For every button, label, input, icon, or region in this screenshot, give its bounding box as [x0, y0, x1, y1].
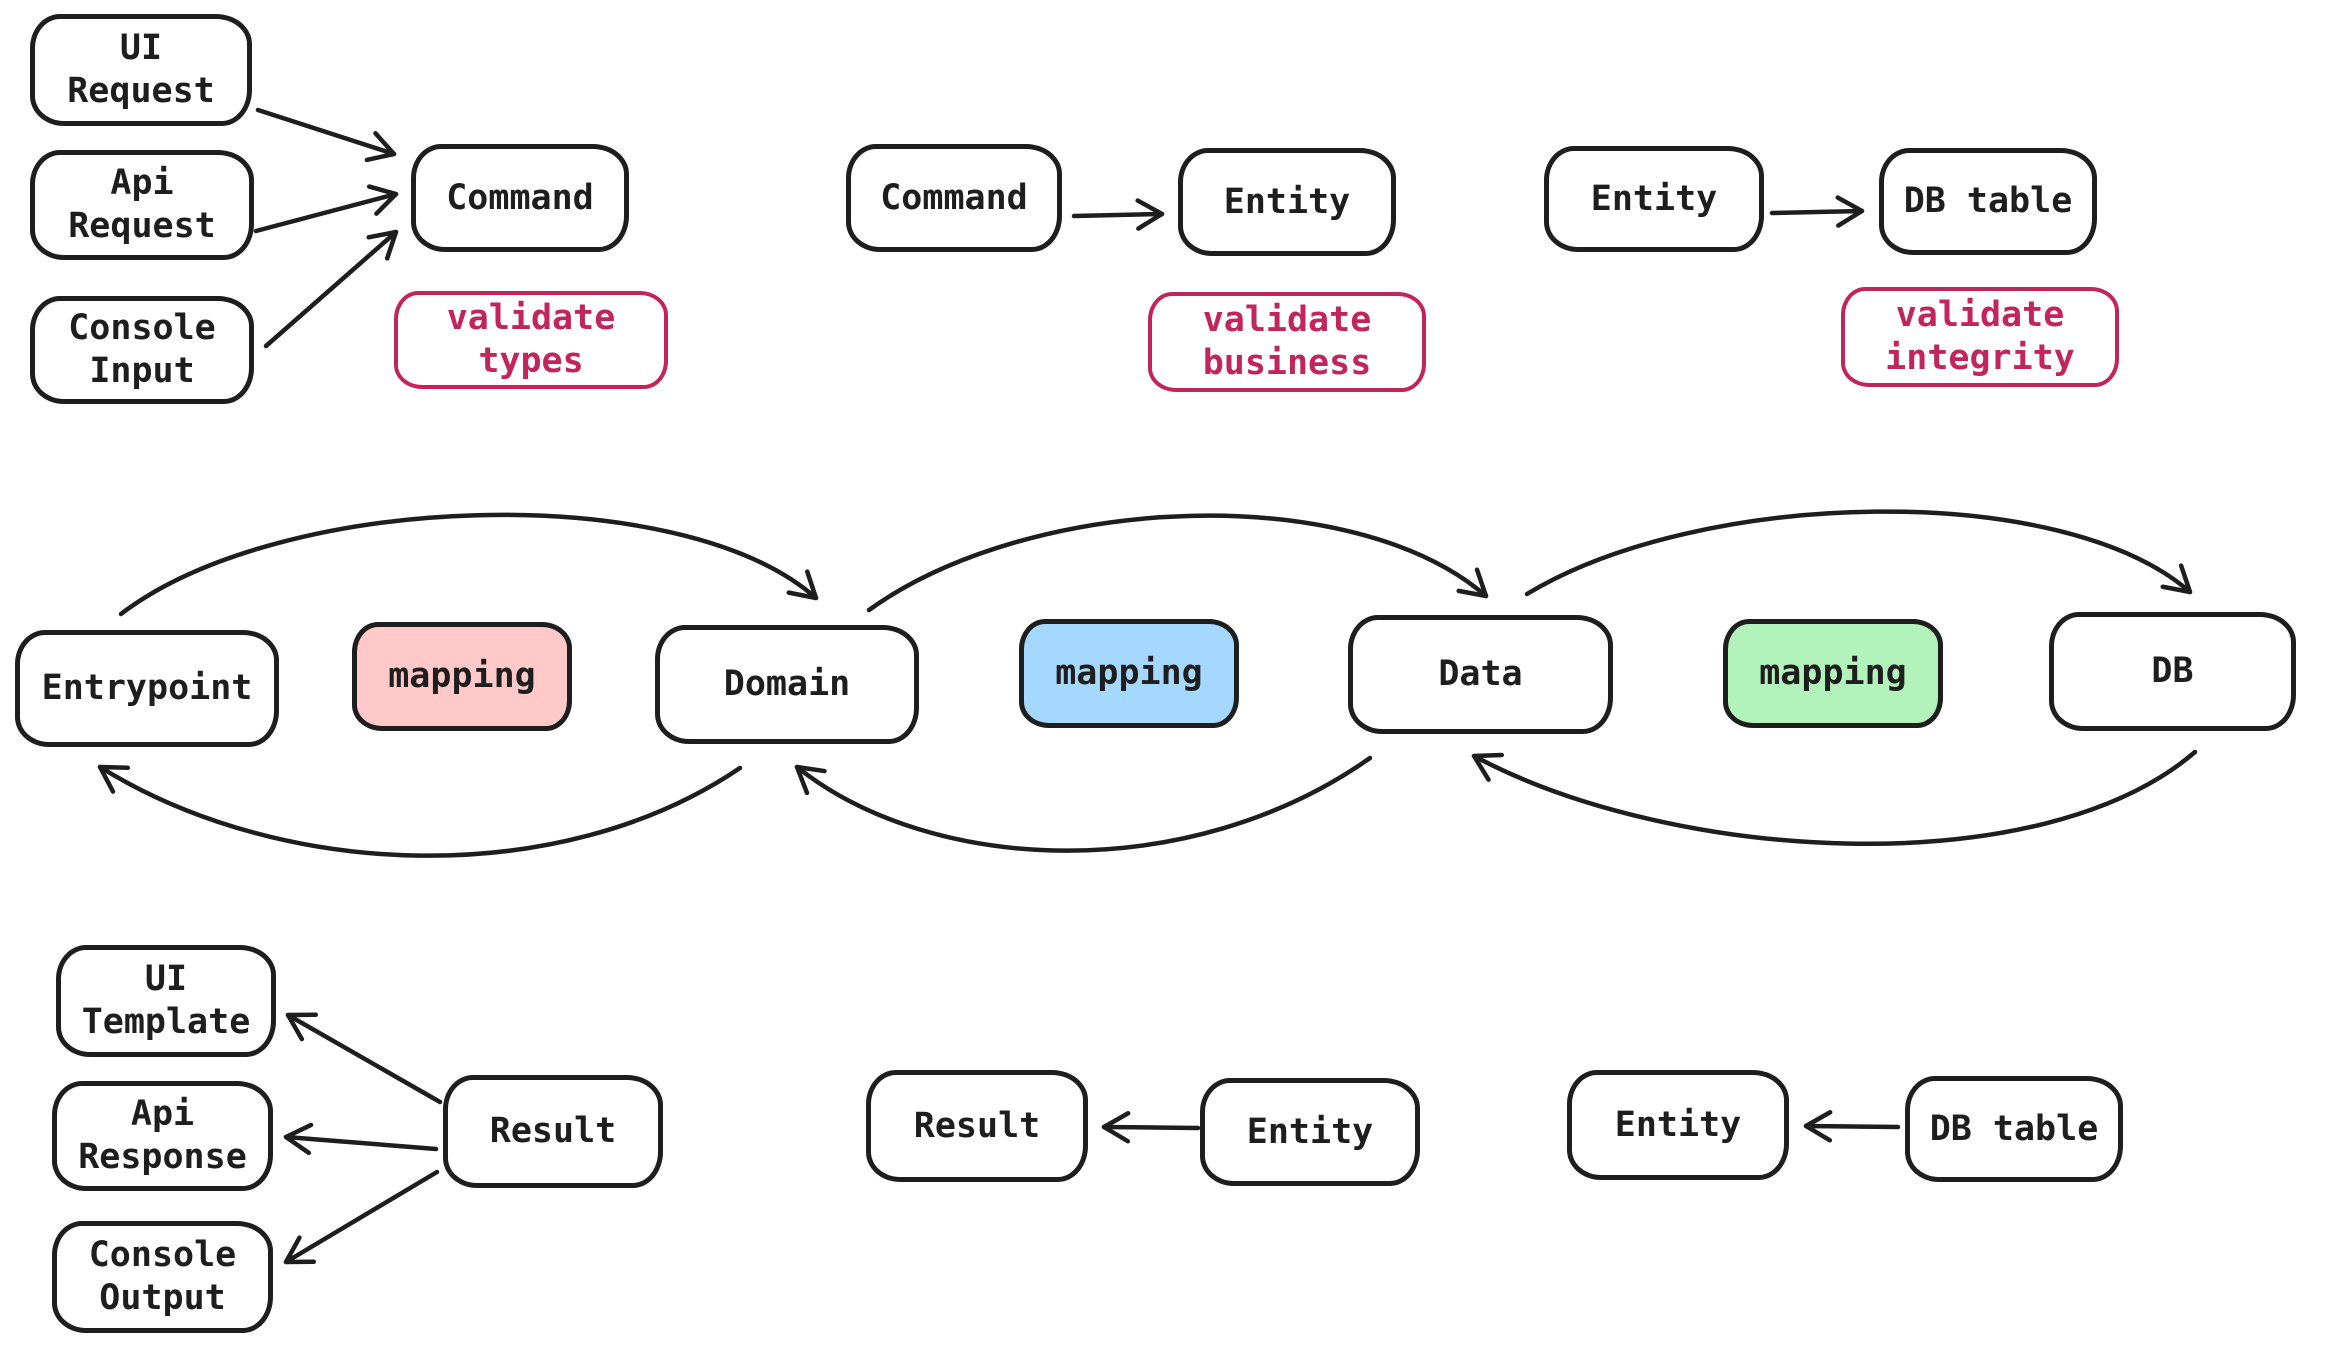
- node-label: mapping: [1055, 653, 1203, 694]
- node-label: Entity: [1223, 181, 1351, 222]
- node-mapping-domain-data: mapping: [1019, 619, 1239, 728]
- arrow-command-to-entity: [1071, 198, 1165, 231]
- node-db: DB: [2049, 612, 2296, 731]
- node-command-top-middle: Command: [846, 144, 1062, 252]
- note-label: validate: [446, 298, 616, 339]
- node-mapping-entry-domain: mapping: [352, 622, 572, 731]
- node-label: Command: [446, 177, 594, 218]
- arrow-entity-to-db-table: [1769, 195, 1865, 228]
- arc-domain-to-data: [866, 513, 1489, 613]
- note-validate-types: validate types: [394, 291, 668, 389]
- node-ui-template: UI Template: [56, 945, 276, 1057]
- arc-data-to-domain: [794, 755, 1373, 853]
- arrow-db-table-to-entity: [1803, 1110, 1901, 1143]
- node-label: DB table: [1903, 181, 2073, 222]
- note-label: business: [1202, 343, 1372, 383]
- node-domain: Domain: [655, 625, 919, 744]
- node-label: Console: [88, 1235, 237, 1276]
- node-label: Domain: [723, 664, 851, 705]
- note-label: types: [478, 341, 584, 381]
- node-label: Entity: [1614, 1104, 1742, 1145]
- node-label: Result: [913, 1105, 1041, 1146]
- node-mapping-data-db: mapping: [1723, 619, 1943, 728]
- node-api-request: Api Request: [30, 150, 254, 260]
- note-validate-integrity: validate integrity: [1841, 287, 2119, 387]
- arc-domain-to-entrypoint: [97, 764, 743, 858]
- node-label: Request: [68, 206, 216, 246]
- node-db-table-bottom: DB table: [1905, 1076, 2123, 1182]
- note-label: validate: [1895, 295, 2065, 336]
- node-label: Entity: [1246, 1111, 1374, 1152]
- node-label: UI: [144, 959, 188, 1000]
- node-label: Result: [489, 1111, 617, 1152]
- node-entity-bottom-right: Entity: [1567, 1070, 1789, 1180]
- arrow-entity-to-result: [1101, 1111, 1201, 1144]
- arrow-ui-request-to-command: [255, 107, 397, 163]
- node-label: Output: [99, 1278, 226, 1318]
- node-ui-request: UI Request: [30, 14, 252, 126]
- node-command-top-left: Command: [411, 144, 629, 252]
- node-label: Data: [1438, 654, 1523, 695]
- arrow-result-to-console-output: [283, 1169, 440, 1265]
- node-label: Api: [110, 163, 174, 204]
- node-label: Command: [880, 177, 1028, 218]
- note-label: integrity: [1885, 338, 2075, 378]
- arc-entrypoint-to-domain: [118, 512, 819, 617]
- arrow-console-input-to-command: [263, 229, 399, 349]
- arc-db-to-data: [1471, 749, 2198, 847]
- node-entity-top-right: Entity: [1544, 146, 1764, 252]
- arc-data-to-db: [1524, 509, 2193, 597]
- node-label: DB: [2151, 651, 2194, 692]
- node-console-input: Console Input: [30, 296, 254, 404]
- node-label: Input: [89, 351, 195, 391]
- node-entity-bottom-middle: Entity: [1200, 1078, 1420, 1186]
- node-label: Request: [67, 71, 215, 111]
- node-result-bottom-middle: Result: [866, 1070, 1088, 1182]
- arrow-result-to-api-response: [283, 1122, 439, 1156]
- node-console-output: Console Output: [52, 1221, 273, 1333]
- node-label: UI: [119, 28, 163, 69]
- node-label: Template: [81, 1002, 251, 1042]
- node-label: Entity: [1590, 178, 1718, 219]
- node-entrypoint: Entrypoint: [15, 630, 279, 747]
- node-result-bottom-left: Result: [443, 1075, 663, 1188]
- node-label: mapping: [1759, 653, 1907, 694]
- node-label: Console: [68, 308, 216, 349]
- note-label: validate: [1202, 300, 1372, 341]
- note-validate-business: validate business: [1148, 292, 1426, 392]
- arrow-result-to-ui-template: [285, 1012, 443, 1105]
- node-entity-top-middle: Entity: [1178, 148, 1396, 256]
- node-api-response: Api Response: [52, 1081, 273, 1191]
- node-db-table-top: DB table: [1879, 148, 2097, 255]
- node-label: Entrypoint: [41, 668, 253, 709]
- arrow-api-request-to-command: [253, 184, 399, 234]
- node-label: Api: [130, 1094, 195, 1135]
- node-label: DB table: [1929, 1108, 2099, 1149]
- node-label: Response: [78, 1137, 247, 1177]
- node-label: mapping: [388, 656, 536, 697]
- node-data: Data: [1348, 615, 1613, 734]
